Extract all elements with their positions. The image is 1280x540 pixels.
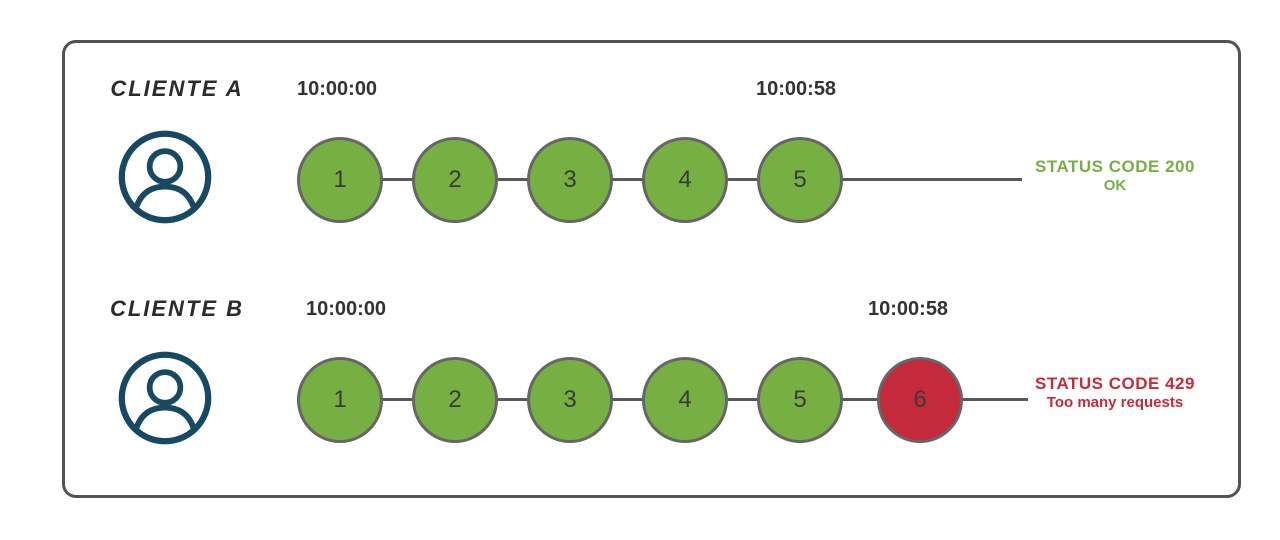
request-circle: 5 [757,137,843,223]
status-message-label: OK [1103,177,1127,195]
status-message-label: Too many requests [1046,394,1184,412]
client-b-label: CLIENTE B [109,296,245,321]
status-block: STATUS CODE 200 OK [1025,156,1205,196]
request-circle: 4 [642,137,728,223]
end-timestamp: 10:00:58 [868,298,949,320]
request-circle: 2 [412,137,498,223]
request-circle: 1 [297,357,383,443]
user-avatar-icon [118,351,212,445]
start-timestamp: 10:00:00 [297,78,378,100]
user-avatar-icon [118,130,212,224]
status-code-label: STATUS CODE 200 [1035,157,1195,176]
request-circle: 3 [527,137,613,223]
diagram-frame [62,40,1241,498]
status-code-label: STATUS CODE 429 [1035,374,1195,393]
request-circle: 1 [297,137,383,223]
request-circle: 4 [642,357,728,443]
request-circle: 3 [527,357,613,443]
status-block: STATUS CODE 429 Too many requests [1025,373,1205,413]
request-circle: 5 [757,357,843,443]
client-a-label: CLIENTE A [110,76,244,101]
request-circle: 2 [412,357,498,443]
request-circle-rejected: 6 [877,357,963,443]
start-timestamp: 10:00:00 [306,298,387,320]
end-timestamp: 10:00:58 [756,78,837,100]
